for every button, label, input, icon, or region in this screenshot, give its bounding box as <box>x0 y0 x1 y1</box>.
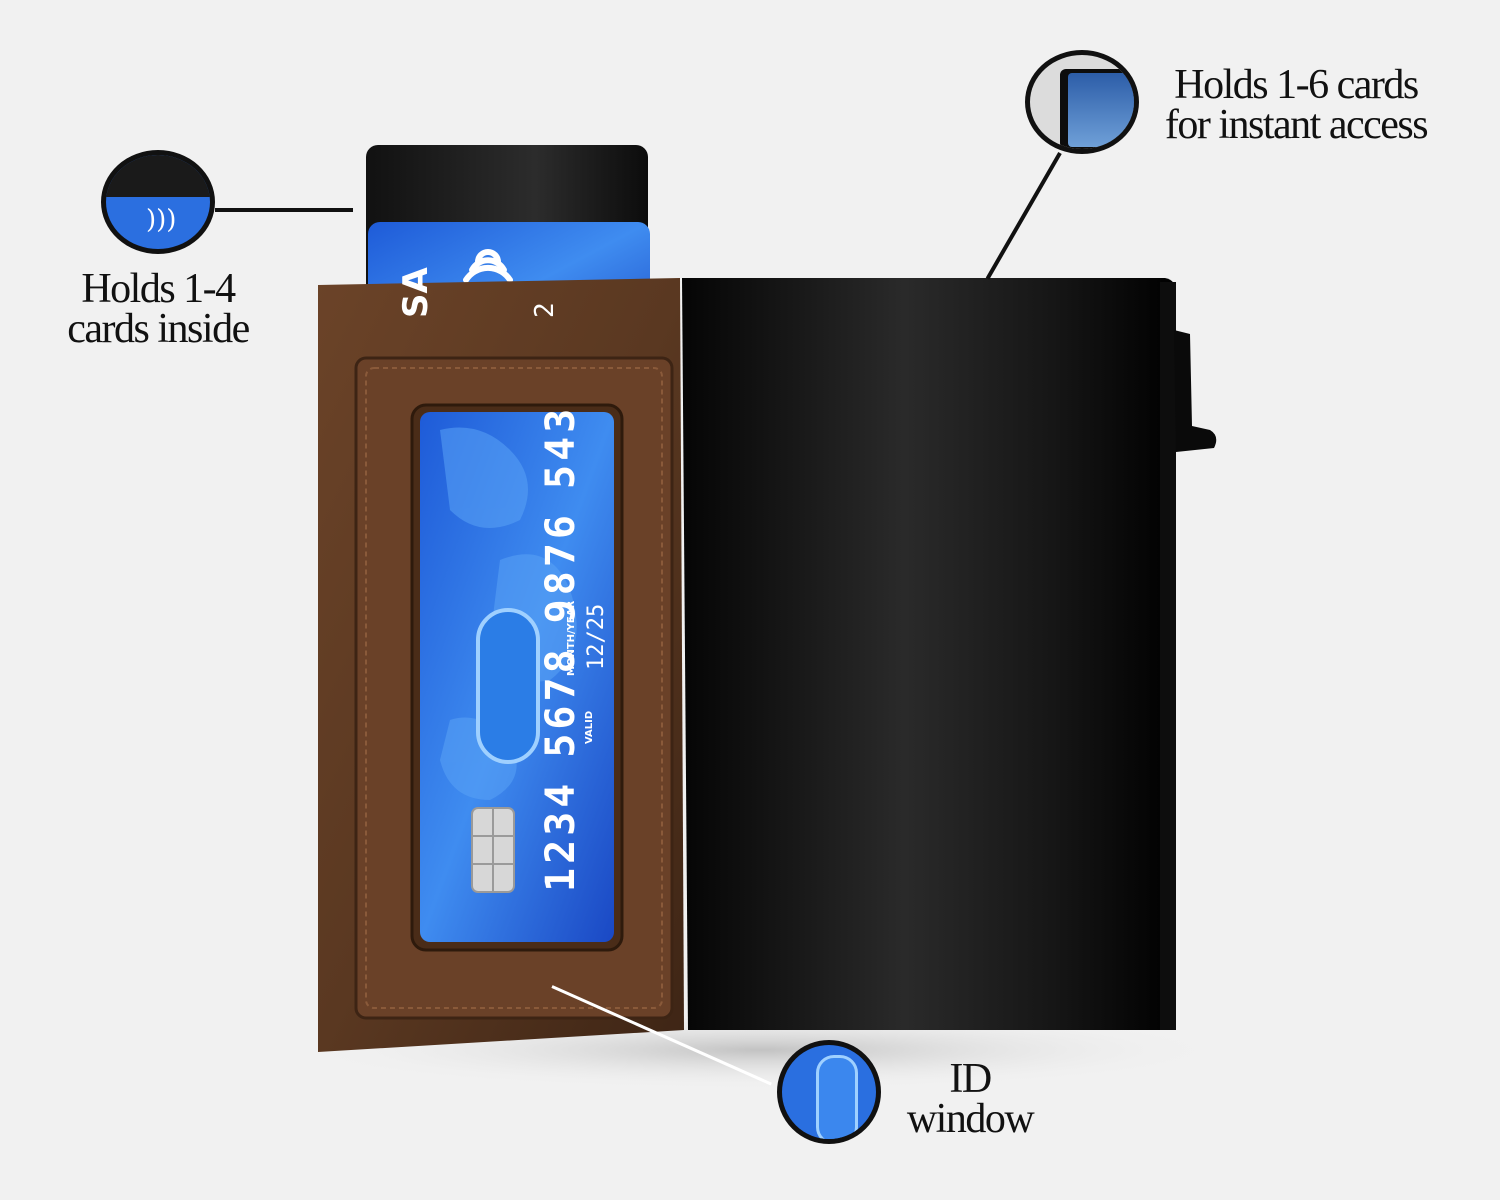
callout-inside-cards: Holds 1-4 cards inside <box>58 266 258 352</box>
eject-trigger <box>1174 330 1217 452</box>
zoom-inside-cards: ))) <box>101 150 215 254</box>
aluminum-card-case <box>682 278 1176 1030</box>
card-expiry-label: MONTH/YEAR <box>566 600 577 676</box>
contactless-icon <box>463 249 513 283</box>
callout-line: for instant access <box>1164 101 1429 148</box>
callout-line: Holds 1-6 cards <box>1174 62 1419 108</box>
callout-line: ID <box>949 1056 992 1102</box>
card-number-group: 1234 <box>538 779 584 892</box>
zoom-instant-access <box>1025 50 1139 154</box>
card-number-group: 543 <box>538 404 584 490</box>
callout-line: Holds 1-4 <box>81 266 236 312</box>
callout-line: cards inside <box>67 305 250 352</box>
card-expiry: 12/25 <box>584 603 609 670</box>
chip-icon <box>471 807 515 893</box>
card-valid-label: VALID <box>584 710 595 744</box>
card-small-number: 2 <box>530 302 560 318</box>
leader-line <box>215 208 353 212</box>
contactless-icon: ))) <box>146 205 177 235</box>
zoom-id-window <box>777 1040 881 1144</box>
card-number: 1234 5678 9876 543 <box>538 372 586 892</box>
card-number-group: 9876 <box>538 511 584 624</box>
card-number-group: 5678 <box>538 645 584 758</box>
card-brand-fragment: SA <box>396 267 436 318</box>
callout-line: window <box>906 1095 1035 1142</box>
callout-instant-access: Holds 1-6 cards for instant access <box>1160 62 1432 148</box>
callout-id-window: ID window <box>895 1056 1045 1142</box>
